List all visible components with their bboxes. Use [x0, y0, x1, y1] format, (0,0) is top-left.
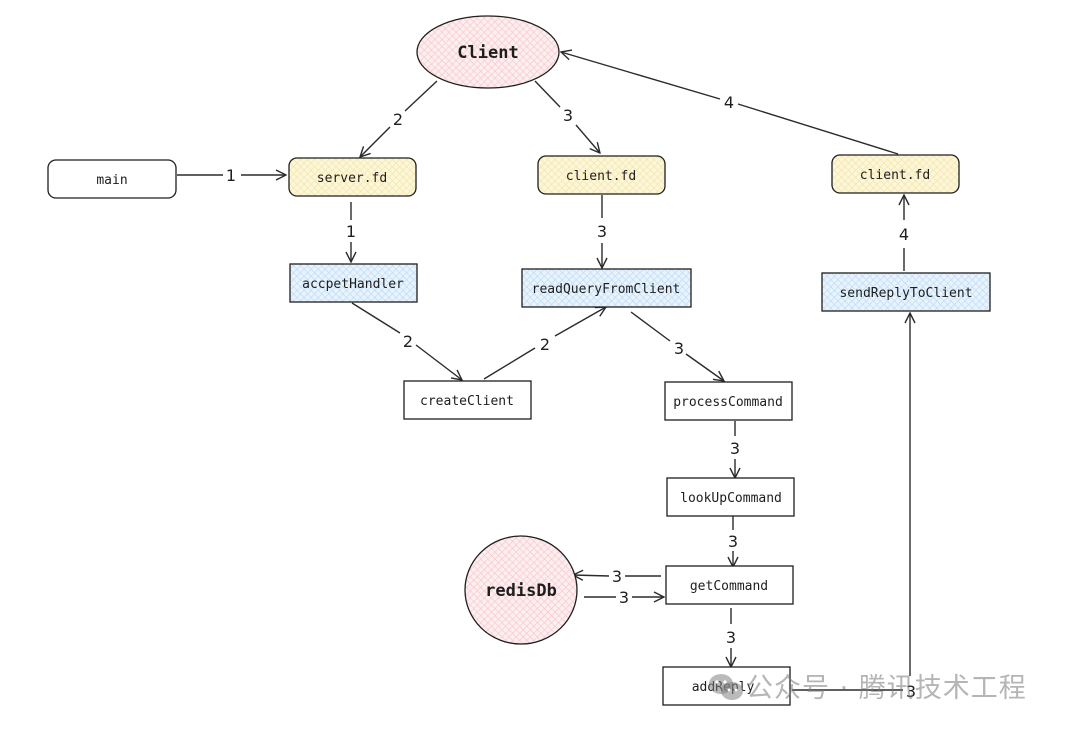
edge-read-to-process: 3	[630, 311, 724, 381]
edge-clientfd-to-client: 4	[561, 52, 899, 155]
edge-process-to-lookup: 3	[730, 421, 740, 478]
edge-add-to-send: 3	[792, 313, 916, 701]
node-label: getCommand	[690, 579, 768, 594]
edge-clientfd-to-read: 3	[597, 195, 607, 268]
edge-label: 2	[540, 335, 550, 354]
edge-label: 3	[619, 588, 629, 607]
edge-label: 3	[612, 567, 622, 586]
node-create-client: createClient	[403, 380, 532, 420]
node-accept-handler: accpetHandler	[289, 263, 418, 303]
node-label: client.fd	[566, 169, 636, 184]
edge-accept-to-create: 2	[351, 302, 462, 380]
node-label: client.fd	[860, 168, 930, 183]
node-send-reply: sendReplyToClient	[821, 272, 991, 312]
node-client-fd-read: client.fd	[537, 155, 666, 195]
edge-main-to-server: 1	[177, 166, 286, 185]
edge-label: 2	[403, 332, 413, 351]
node-label: server.fd	[317, 171, 387, 186]
node-label: createClient	[420, 394, 514, 409]
edge-label: 1	[346, 222, 356, 241]
edge-client-to-server: 2	[360, 80, 438, 157]
edge-label: 3	[730, 439, 740, 458]
node-label: main	[96, 173, 127, 188]
edge-label: 3	[563, 106, 573, 125]
node-label: lookUpCommand	[680, 491, 782, 506]
edge-send-to-clientfd: 4	[899, 195, 909, 271]
edge-get-to-add: 3	[726, 608, 736, 667]
edge-label: 3	[674, 339, 684, 358]
node-server-fd: server.fd	[288, 157, 417, 197]
node-client: Client	[416, 15, 560, 89]
node-label: redisDb	[485, 581, 557, 601]
node-label: Client	[457, 43, 518, 63]
edge-label: 4	[724, 93, 734, 112]
edge-redis-to-get: 3	[584, 588, 664, 607]
node-lookup-command: lookUpCommand	[666, 477, 795, 517]
node-label: accpetHandler	[302, 277, 404, 292]
node-label: sendReplyToClient	[839, 286, 972, 301]
wechat-icon	[709, 674, 743, 700]
edge-label: 2	[393, 110, 403, 129]
watermark-text: 公众号 · 腾讯技术工程	[700, 666, 1027, 705]
edge-label: 1	[226, 166, 236, 185]
edge-server-to-accept: 1	[346, 202, 356, 262]
node-redis-db: redisDb	[464, 535, 578, 645]
edge-label: 4	[899, 225, 909, 244]
edge-label: 3	[906, 682, 916, 701]
node-client-fd-write: client.fd	[831, 154, 960, 194]
edge-label: 3	[728, 532, 738, 551]
node-label: processCommand	[673, 395, 783, 410]
edge-label: 3	[597, 222, 607, 241]
node-main: main	[47, 159, 177, 199]
edge-lookup-to-get: 3	[728, 516, 738, 567]
edge-create-to-read: 2	[483, 307, 606, 380]
node-read-query: readQueryFromClient	[521, 268, 692, 308]
edge-label: 3	[726, 628, 736, 647]
edge-client-to-clientfd: 3	[534, 80, 600, 153]
node-get-command: getCommand	[665, 565, 794, 605]
node-process-command: processCommand	[664, 381, 793, 421]
edge-get-to-redis: 3	[573, 567, 661, 586]
node-label: readQueryFromClient	[532, 282, 681, 297]
watermark-label: 公众号 · 腾讯技术工程	[746, 673, 1027, 704]
